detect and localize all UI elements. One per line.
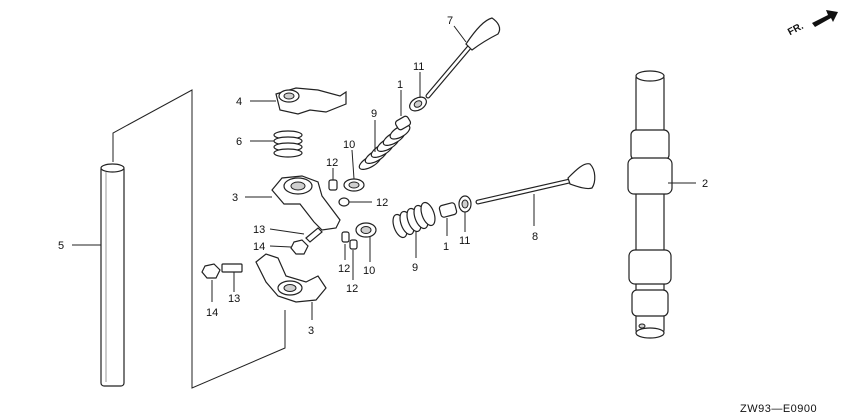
lock-nut-lower [201,263,221,279]
valve-washer-upper [409,96,427,112]
callout-1-lower: 1 [443,241,449,253]
callout-12-d: 12 [346,283,358,295]
callout-14-lower: 14 [206,307,218,319]
valve-spring-lower [392,201,436,239]
front-direction-label: FR. [786,21,806,38]
spring-retainer-lower [355,222,377,238]
callout-12-a: 12 [326,157,338,169]
callout-5: 5 [58,240,64,252]
callout-3-upper: 3 [232,192,238,204]
exhaust-valve [475,163,596,205]
callout-8: 8 [532,231,538,243]
callout-2: 2 [702,178,708,190]
valve-stem-seal-lower [438,202,458,218]
adjusting-screw-upper [305,227,323,243]
lock-nut-upper [290,239,309,255]
callout-3-lower: 3 [308,325,314,337]
intake-valve [425,17,501,99]
leader-14a [269,245,292,248]
leader-10a [351,149,355,180]
rocker-arm-spring [273,130,303,158]
leader-13a [269,228,305,235]
callout-4: 4 [236,96,242,108]
callout-10-upper: 10 [343,139,355,151]
adjusting-screw-lower [221,263,243,273]
callout-12-c: 12 [338,263,350,275]
assembly-outline [112,89,286,389]
front-arrow-icon [812,10,838,27]
diagram-code: ZW93—E0900 [740,403,817,415]
callout-13-upper: 13 [253,224,265,236]
callout-11-upper: 11 [413,61,424,73]
callout-6: 6 [236,136,242,148]
valve-stem-seal-upper [394,115,412,131]
callout-13-lower: 13 [228,293,240,305]
callout-10-lower: 10 [363,265,375,277]
callout-7: 7 [447,15,453,27]
callout-14-upper: 14 [253,241,265,253]
valve-cotter-1 [328,179,338,191]
valve-cotter-4 [349,239,358,250]
callout-11-lower: 11 [459,235,470,247]
valve-cotter-3 [341,231,350,243]
callout-9-upper: 9 [371,108,377,120]
spring-retainer-upper [343,178,365,192]
valve-spring-upper [358,124,411,170]
front-direction-indicator: FR. [786,10,838,38]
callout-12-b: 12 [376,197,388,209]
callout-9-lower: 9 [412,262,418,274]
rocker-arm-middle [271,175,341,231]
rocker-arm-upper [275,87,347,115]
callout-1-upper: 1 [397,79,403,91]
rocker-arm-lower [255,253,327,303]
camshaft [627,70,673,339]
push-rod-tube [100,163,125,387]
valve-cotter-2 [338,197,350,207]
leader-7 [453,25,467,43]
valve-washer-lower [458,195,472,213]
